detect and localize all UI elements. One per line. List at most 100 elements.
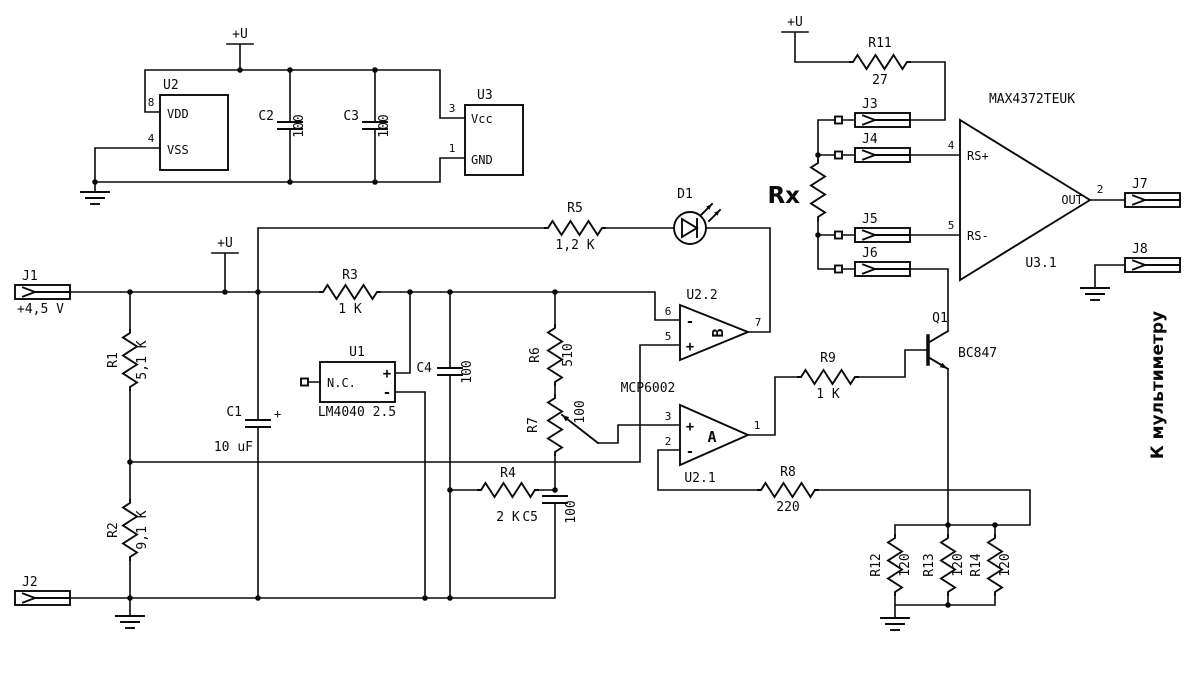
diode-ref-d1: D1: [677, 187, 693, 202]
opamp-b-triangle: [679, 303, 751, 362]
power-label: +U: [217, 236, 233, 251]
ic-value-u1: LM4040 2.5: [318, 405, 396, 420]
pad-square: [834, 230, 843, 240]
ground-icon: [880, 617, 910, 631]
pin-number: 8: [148, 96, 155, 109]
pin-number: 6: [665, 305, 672, 318]
current-sense-amp-triangle: [959, 118, 1092, 282]
pin-name: Vcc: [471, 112, 493, 126]
to-multimeter-note: К мультиметру: [1148, 311, 1168, 459]
opamp-ref-u2-1: U2.1: [684, 471, 715, 486]
labels: +U +U +U U2 8 VDD 4 VSS C2 100 C3 100 U3…: [17, 15, 1168, 590]
res-ref-r12: R12: [869, 553, 884, 576]
cap-ref-c1: C1: [226, 405, 242, 420]
pin-number: 5: [665, 330, 672, 343]
res-ref-r6: R6: [528, 347, 543, 363]
resistor-symbol-r11: [849, 54, 911, 70]
res-value-r7: 100: [573, 400, 588, 423]
ic-part-max4372: MAX4372TEUK: [989, 92, 1075, 107]
conn-ref-j5: J5: [862, 212, 878, 227]
transistor-symbol-q1: [926, 329, 950, 371]
opamp-section-letter: A: [707, 428, 716, 446]
resistor-symbol-r7: [547, 394, 563, 456]
res-ref-r2: R2: [106, 522, 121, 538]
pad-square: [834, 115, 843, 125]
capacitor-symbol-c1: [245, 419, 271, 428]
res-ref-r13: R13: [922, 553, 937, 576]
res-value-r9: 1 K: [816, 387, 840, 402]
connector-j5: [854, 227, 911, 243]
pin-name: VDD: [167, 107, 189, 121]
res-value-r2: 9,1 K: [135, 510, 150, 549]
pin-plus-sign: +: [383, 366, 391, 382]
cap-ref-c2: C2: [258, 109, 274, 124]
pin-name: N.C.: [327, 376, 356, 390]
ic-ref-u3: U3: [477, 88, 493, 103]
wires-top-right: [781, 31, 1126, 332]
pin-name: GND: [471, 153, 493, 167]
res-value-r14: 120: [998, 553, 1013, 576]
res-value-r13: 120: [951, 553, 966, 576]
ground-icon: [1080, 287, 1110, 301]
cap-ref-c5: C5: [522, 510, 538, 525]
ic-ref-u2: U2: [163, 78, 179, 93]
pin-number: 3: [449, 102, 456, 115]
cap-value-c1: 10 uF: [214, 440, 253, 455]
wires-bottom-right: [657, 349, 1031, 619]
cap-value-c5: 100: [564, 500, 579, 523]
res-ref-rx: Rx: [767, 183, 800, 209]
symbols: [14, 54, 1181, 631]
connector-j3: [854, 112, 911, 128]
capacitor-symbol-c2: [277, 121, 303, 130]
res-value-r8: 220: [776, 500, 799, 515]
potentiometer-wiper-icon: [560, 413, 600, 445]
res-value-r3: 1 K: [338, 302, 362, 317]
connector-j4: [854, 147, 911, 163]
conn-ref-j3: J3: [862, 97, 878, 112]
ground-icon: [115, 615, 145, 629]
cap-polarity-c1: +: [274, 407, 281, 421]
res-ref-r11: R11: [868, 36, 891, 51]
resistor-symbol-r5: [544, 220, 606, 236]
pin-minus-sign: -: [383, 385, 391, 401]
capacitor-symbol-c4: [437, 367, 463, 376]
opamp-ref-u2-2: U2.2: [686, 288, 717, 303]
connector-j6: [854, 261, 911, 277]
pin-name: VSS: [167, 143, 189, 157]
res-ref-r14: R14: [969, 553, 984, 577]
ic-box-u1: [319, 361, 396, 403]
opamp-minus-sign: -: [686, 314, 694, 330]
res-ref-r7: R7: [526, 417, 541, 433]
pin-number: 3: [665, 410, 672, 423]
opamp-a-triangle: [679, 403, 751, 467]
pad-square: [300, 377, 309, 387]
cap-value-c3: 100: [377, 114, 392, 137]
res-ref-r9: R9: [820, 351, 836, 366]
resistor-symbol-rx: [810, 159, 826, 221]
opamp-section-letter: B: [709, 328, 727, 337]
pin-number: 2: [665, 435, 672, 448]
pad-square: [834, 264, 843, 274]
conn-ref-j8: J8: [1132, 242, 1148, 257]
connector-j1: [14, 284, 71, 300]
res-ref-r8: R8: [780, 465, 796, 480]
res-ref-r4: R4: [500, 466, 516, 481]
resistor-symbol-r6: [547, 324, 563, 386]
pin-name: RS+: [967, 149, 989, 163]
res-ref-r1: R1: [106, 352, 121, 368]
res-value-r12: 120: [898, 553, 913, 576]
pin-number: 4: [948, 139, 955, 152]
res-value-r6: 510: [561, 343, 576, 366]
conn-ref-j7: J7: [1132, 177, 1148, 192]
cap-ref-c4: C4: [416, 361, 432, 376]
power-label: +U: [232, 27, 248, 42]
opamp-plus-sign: +: [686, 339, 694, 355]
resistor-symbol-r8: [757, 482, 819, 498]
connector-j8: [1124, 257, 1181, 273]
pin-name: OUT: [1061, 193, 1083, 207]
wires-middle: [69, 227, 771, 617]
res-value-r4: 2 K: [496, 510, 520, 525]
conn-ref-j6: J6: [862, 246, 878, 261]
